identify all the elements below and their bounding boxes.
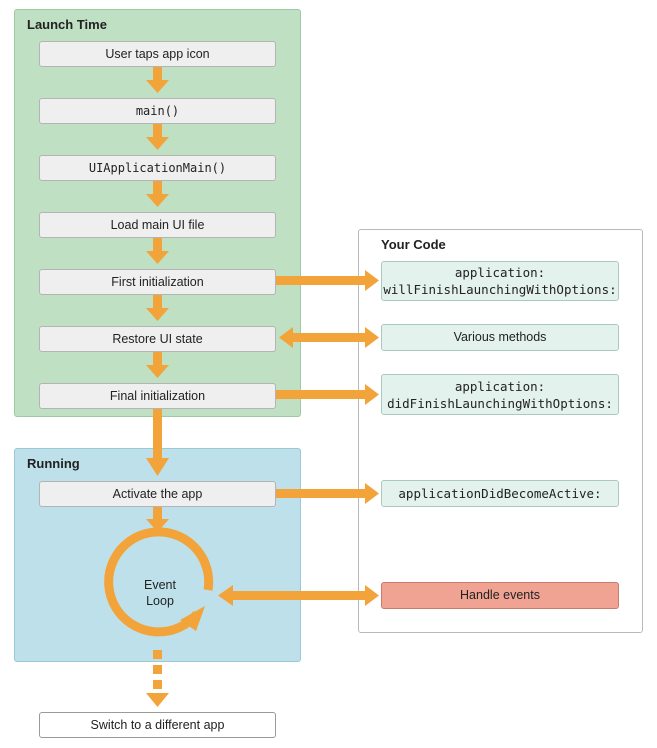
running-title: Running <box>27 456 80 471</box>
arrow-first-to-restore <box>146 295 169 321</box>
arrow-main-to-uiappmain <box>146 124 169 150</box>
arrow-final-to-activate <box>146 409 169 476</box>
event-loop-label: Event Loop <box>125 577 195 609</box>
your-code-title: Your Code <box>381 237 446 252</box>
code-various-methods: Various methods <box>381 324 619 351</box>
did-finish-line1: application: <box>454 378 546 394</box>
step-main: main() <box>39 98 276 124</box>
arrow-activate-to-become-active <box>276 483 379 504</box>
step-restore-ui-state: Restore UI state <box>39 326 276 352</box>
event-loop-label-line2: Loop <box>146 594 174 608</box>
step-user-taps-icon: User taps app icon <box>39 41 276 67</box>
event-loop-label-line1: Event <box>144 578 176 592</box>
arrow-loop-handle-events-bidirectional <box>218 585 379 606</box>
arrow-loop-to-switch-dashed <box>146 650 169 707</box>
code-did-finish-launching: application: didFinishLaunchingWithOptio… <box>381 374 619 415</box>
will-finish-line2: willFinishLaunchingWithOptions: <box>383 282 617 297</box>
did-become-active-label: applicationDidBecomeActive: <box>398 486 602 501</box>
arrow-restore-various-bidirectional <box>279 327 379 348</box>
step-final-initialization: Final initialization <box>39 383 276 409</box>
will-finish-line1: application: <box>454 265 546 280</box>
arrow-uiappmain-to-load <box>146 181 169 207</box>
step-load-main-ui: Load main UI file <box>39 212 276 238</box>
code-did-become-active: applicationDidBecomeActive: <box>381 480 619 507</box>
arrow-tap-to-main <box>146 67 169 93</box>
arrow-restore-to-final <box>146 352 169 378</box>
event-loop-ring <box>104 527 214 637</box>
arrow-final-init-to-did-finish <box>276 384 379 405</box>
step-activate-app: Activate the app <box>39 481 276 507</box>
code-handle-events: Handle events <box>381 582 619 609</box>
step-uiapplicationmain: UIApplicationMain() <box>39 155 276 181</box>
arrow-first-init-to-will-finish <box>276 270 379 291</box>
step-switch-app: Switch to a different app <box>39 712 276 738</box>
arrow-load-to-first-init <box>146 238 169 264</box>
handle-events-label: Handle events <box>460 588 540 602</box>
did-finish-line2: didFinishLaunchingWithOptions: <box>387 395 613 411</box>
step-first-initialization: First initialization <box>39 269 276 295</box>
arrow-activate-to-loop <box>146 507 169 532</box>
code-will-finish-launching: application: willFinishLaunchingWithOpti… <box>381 261 619 301</box>
launch-time-title: Launch Time <box>27 17 107 32</box>
various-methods-label: Various methods <box>453 330 547 344</box>
